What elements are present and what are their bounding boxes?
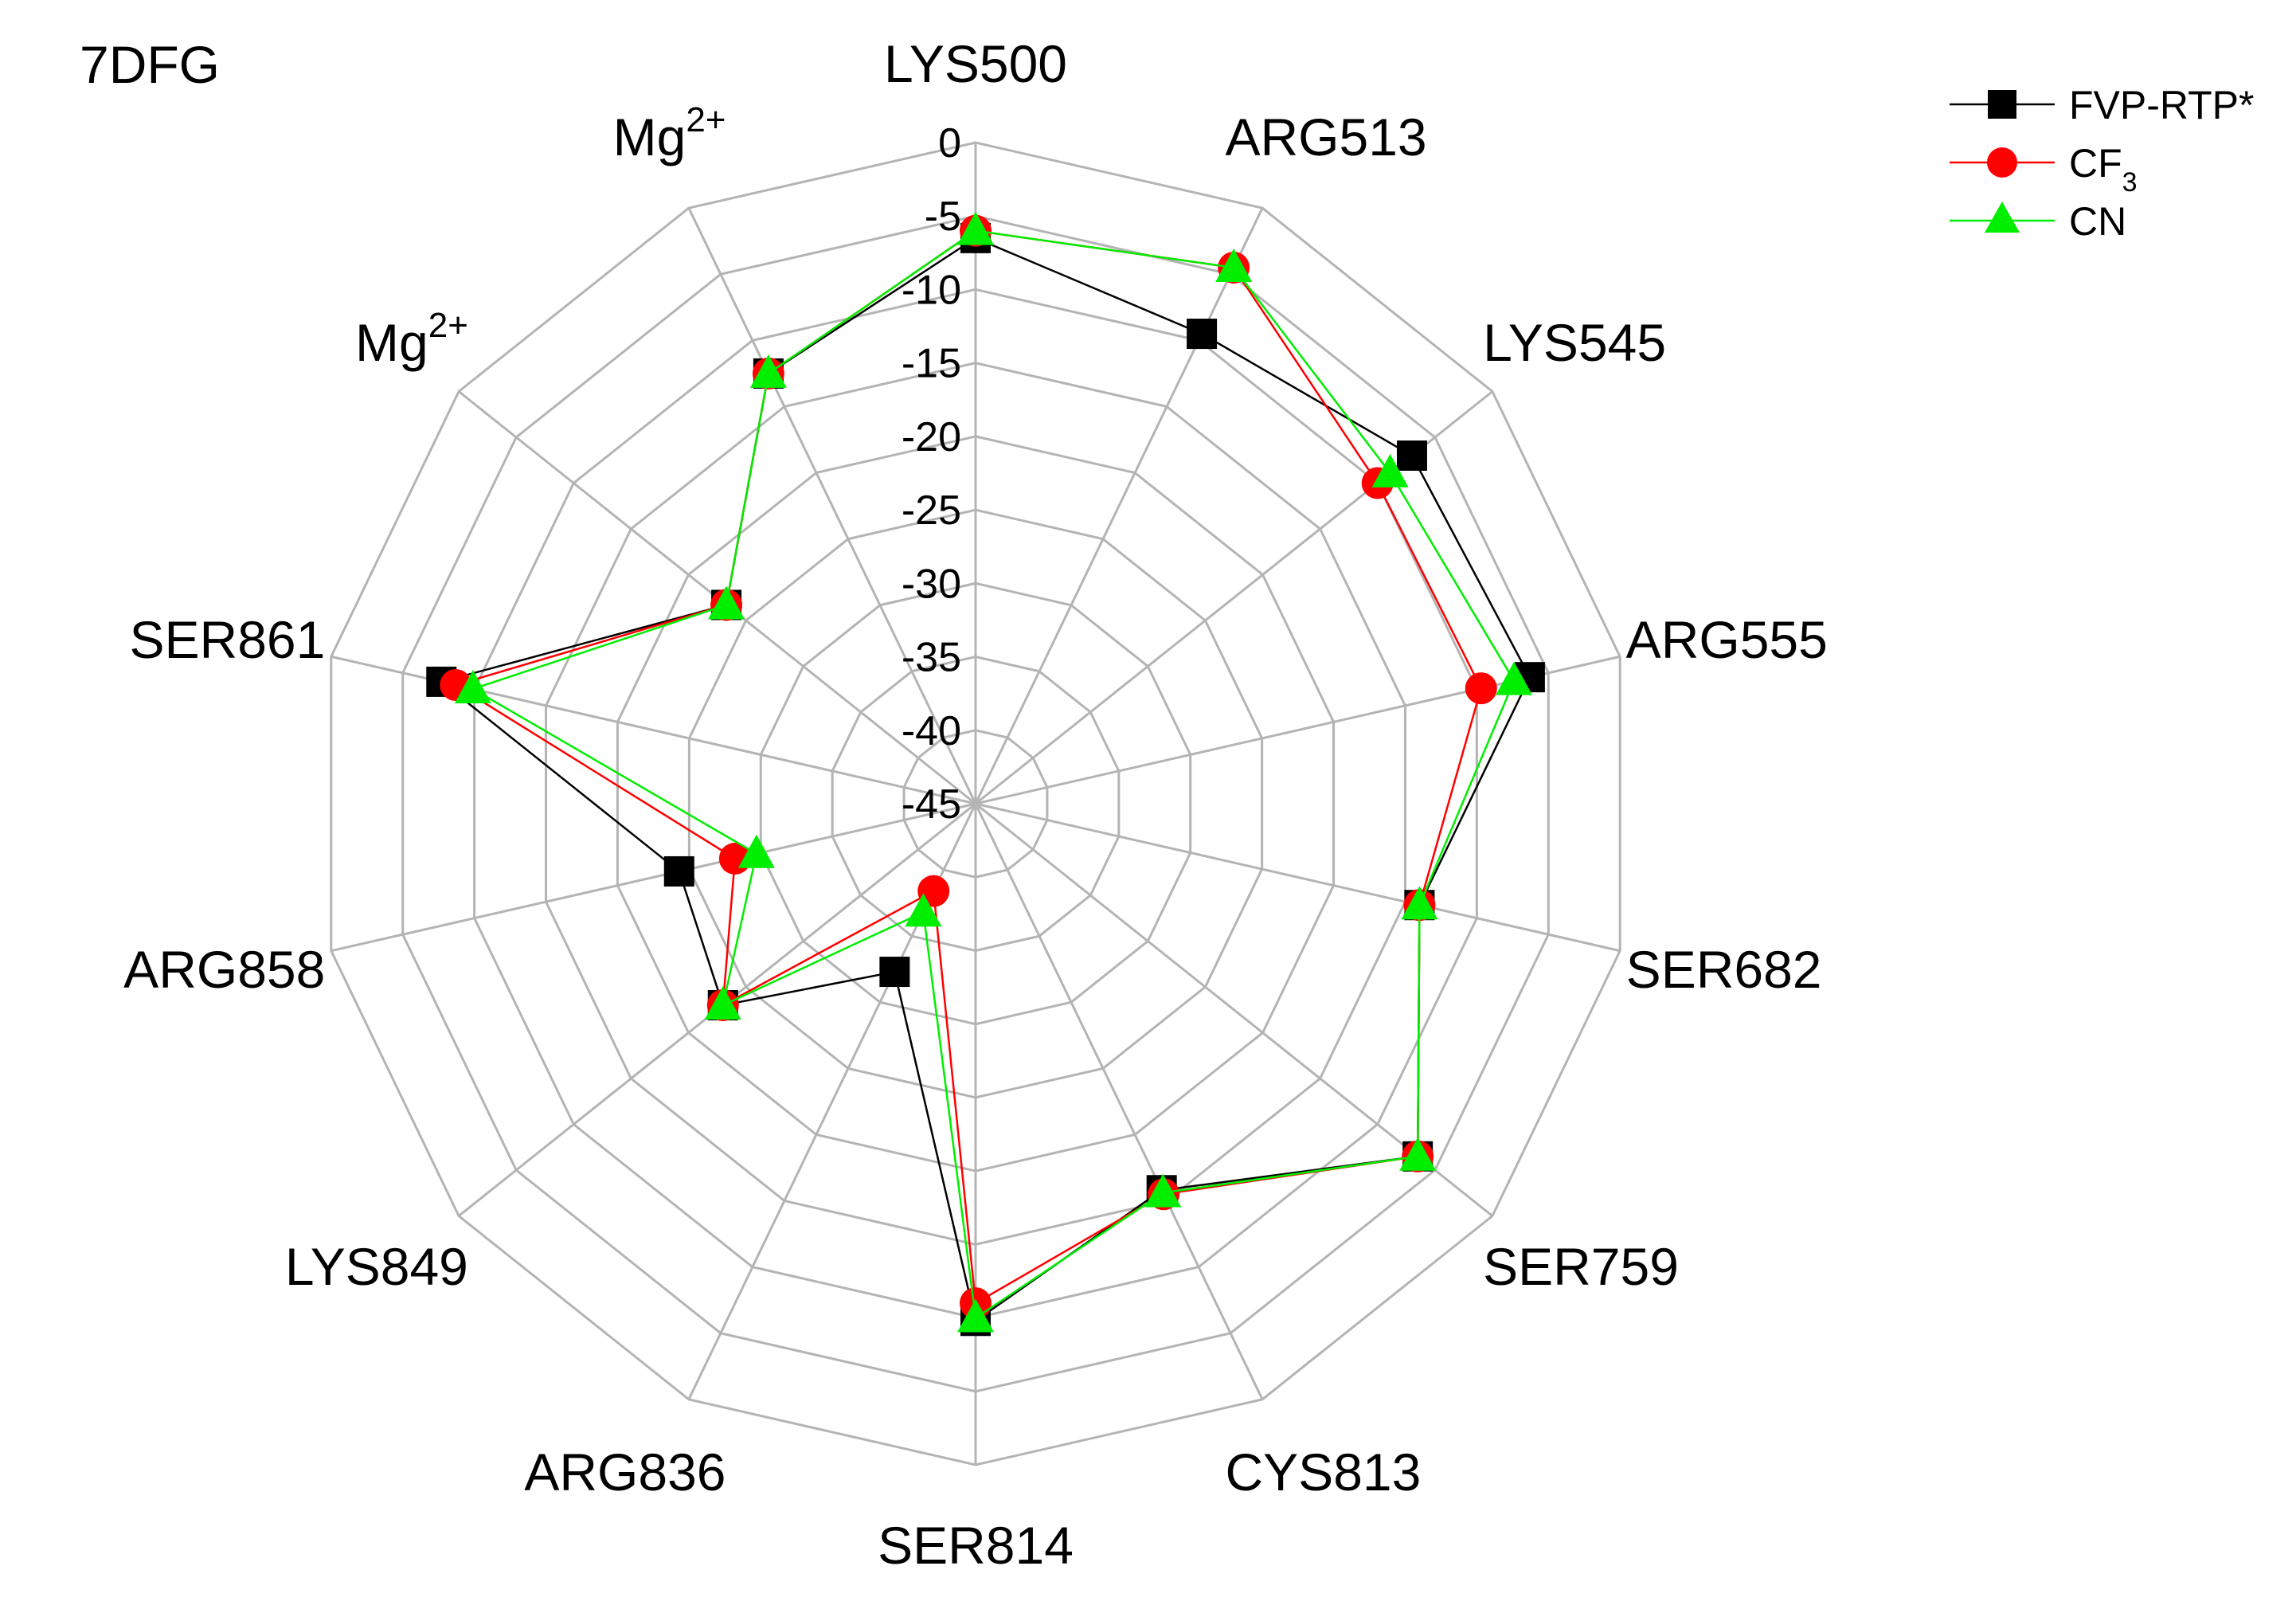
axis-label: LYS849 [285, 1237, 468, 1296]
series-line [470, 229, 1516, 1320]
axis-label: ARG555 [1626, 610, 1828, 669]
grid-spoke [974, 207, 1264, 805]
square-marker [1396, 440, 1427, 472]
series-cf3 [440, 214, 1497, 1320]
radial-tick-label: -40 [902, 708, 961, 754]
series-line [439, 237, 1531, 1323]
axis-label: SER759 [1483, 1237, 1679, 1296]
axis-label: ARG836 [524, 1443, 726, 1501]
triangle-marker [957, 211, 994, 245]
axis-labels: LYS500ARG513LYS545ARG555SER682SER759CYS8… [123, 34, 1828, 1575]
axis-label: Mg2+ [355, 306, 468, 372]
axis-label: LYS545 [1483, 313, 1666, 372]
axis-label: ARG858 [123, 940, 325, 999]
axis-label: SER861 [129, 610, 325, 669]
grid-spoke [974, 803, 1264, 1400]
axis-label: CYS813 [1226, 1443, 1422, 1501]
radial-tick-label: -15 [902, 341, 961, 387]
square-marker [879, 957, 910, 988]
grid-spoke [687, 207, 977, 805]
triangle-marker [749, 354, 787, 388]
triangle-marker [737, 834, 775, 868]
square-marker [663, 855, 694, 887]
legend-item: CF3 [1950, 141, 2138, 198]
legend-label: CN [2069, 199, 2126, 244]
triangle-marker [1371, 453, 1409, 487]
radial-tick-label: -20 [902, 414, 961, 460]
radial-tick-label: -5 [925, 194, 961, 240]
triangle-marker [1144, 1173, 1182, 1208]
legend-square-icon [1988, 90, 2016, 119]
triangle-marker [1215, 248, 1253, 282]
triangle-marker [708, 585, 745, 620]
legend-circle-icon [1987, 147, 2017, 178]
series-cn [454, 211, 1533, 1333]
radial-tick-label: -30 [902, 561, 961, 607]
triangle-marker [704, 985, 741, 1020]
triangle-marker [1399, 1137, 1437, 1171]
legend-label: CF3 [2069, 141, 2138, 198]
radial-tick-label: -35 [902, 635, 961, 681]
triangle-marker [905, 893, 942, 927]
square-marker [1187, 319, 1218, 350]
radial-tick-label: -25 [902, 487, 961, 534]
legend-item: CN [1950, 199, 2126, 244]
radial-tick-labels: 0 -5 -10 -15 -20 -25 -30 -35 -40 -45 [902, 120, 961, 828]
axis-label: ARG513 [1226, 108, 1427, 166]
legend-label: FVP-RTP* [2069, 83, 2254, 127]
radial-tick-label: -45 [902, 781, 961, 828]
radial-tick-label: -10 [902, 267, 961, 313]
radial-tick-label: 0 [938, 120, 961, 166]
circle-marker [1465, 672, 1497, 705]
chart-title: 7DFG [80, 35, 220, 94]
legend-triangle-icon [1985, 202, 2020, 233]
axis-label: Mg2+ [613, 100, 726, 166]
triangle-marker [1496, 661, 1533, 695]
axis-label: LYS500 [884, 34, 1067, 93]
data-series [426, 211, 1545, 1337]
triangle-marker [1401, 886, 1438, 920]
triangle-marker [957, 1298, 994, 1333]
grid-spoke [975, 802, 1621, 953]
radar-grid [330, 141, 1621, 1466]
grid-spoke [331, 802, 976, 953]
triangle-marker [454, 669, 491, 703]
axis-label: SER682 [1626, 940, 1822, 999]
axis-label: SER814 [878, 1516, 1074, 1575]
legend-item: FVP-RTP* [1950, 83, 2254, 127]
